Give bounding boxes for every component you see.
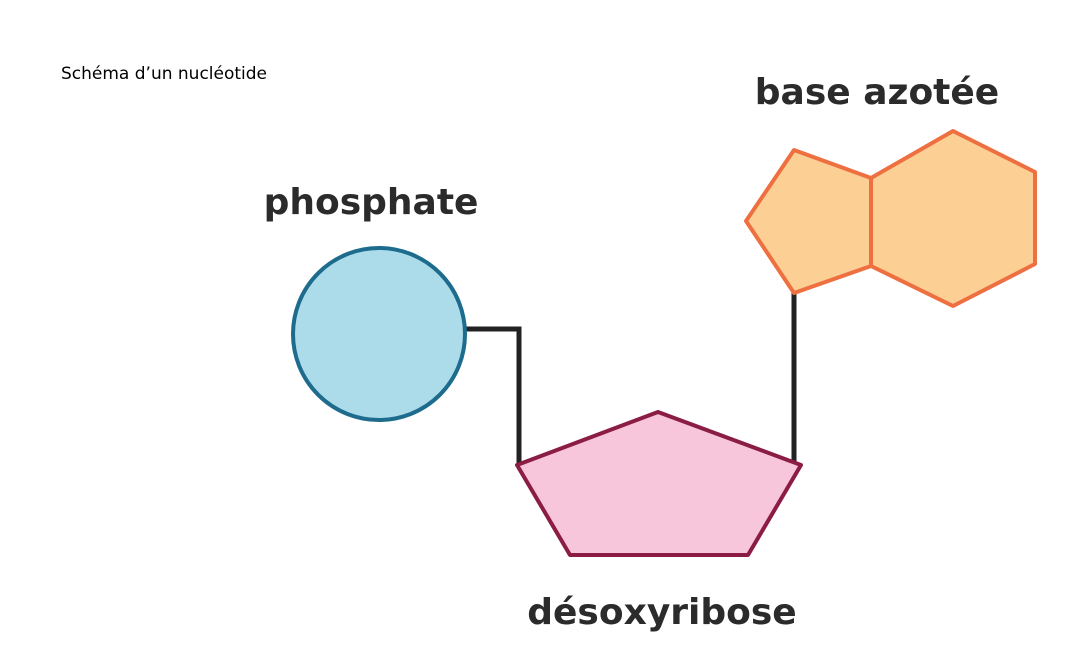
base-pentagon-ring	[744, 148, 873, 295]
desoxyribose-pentagon	[515, 410, 803, 557]
bond-phosphate-sugar	[466, 326, 522, 468]
base-hexagon-ring	[869, 129, 1037, 308]
phosphate-circle	[291, 246, 467, 422]
desoxyribose-label: désoxyribose	[527, 592, 796, 633]
diagram-caption: Schéma d’un nucléotide	[61, 64, 268, 84]
base-azotee-rings	[744, 129, 1037, 308]
phosphate-label: phosphate	[264, 182, 479, 223]
base-azotee-label: base azotée	[755, 72, 999, 113]
